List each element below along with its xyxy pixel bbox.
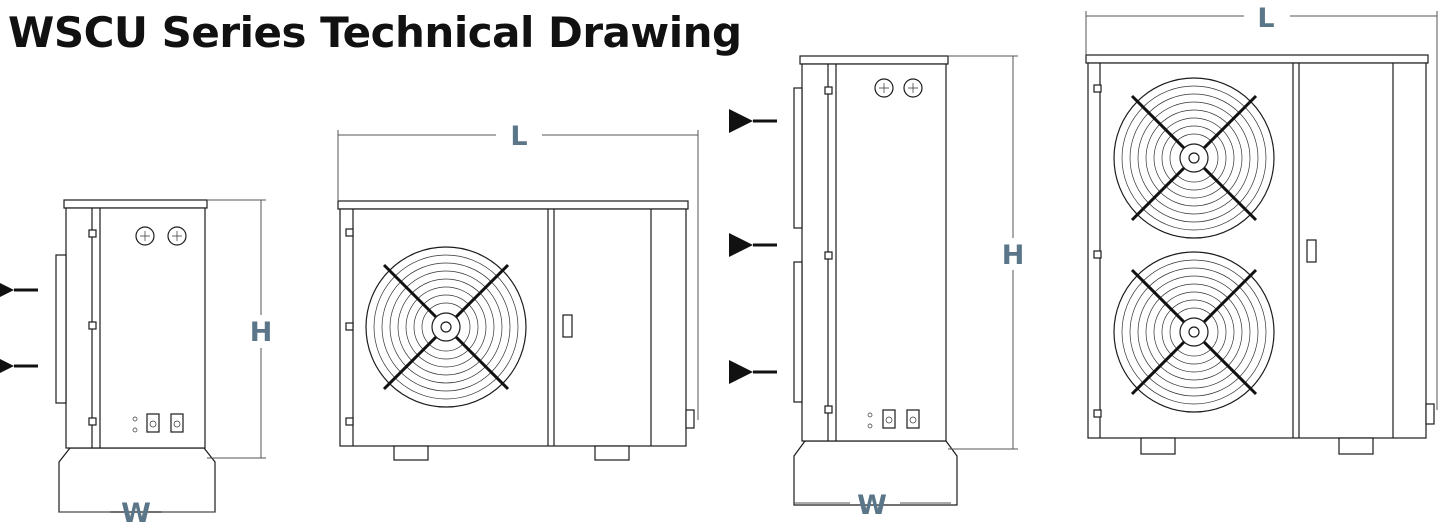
hinge	[345, 322, 354, 331]
double-fan-front-view: L	[1085, 3, 1438, 455]
unit-body	[339, 208, 687, 447]
top-cap	[63, 199, 208, 209]
condenser-coil	[793, 261, 803, 403]
mounting-foot	[393, 445, 429, 461]
service-valve	[685, 409, 695, 429]
unit-body	[801, 63, 947, 442]
fan-guard	[1113, 251, 1275, 413]
condenser-coil	[55, 254, 67, 404]
service-valve	[146, 413, 160, 433]
width-dimension-label: W	[121, 498, 151, 523]
service-valve	[170, 413, 184, 433]
condenser-coil	[793, 87, 803, 229]
service-valve	[882, 409, 896, 429]
hinge	[345, 417, 354, 426]
unit-body	[65, 207, 206, 449]
door-handle	[1306, 239, 1317, 263]
hinge	[1093, 84, 1102, 93]
hinge	[345, 228, 354, 237]
mounting-foot	[1338, 437, 1374, 455]
hinge	[824, 251, 833, 260]
service-valve	[1425, 403, 1435, 425]
fan-guard	[1113, 77, 1275, 239]
mounting-foot	[594, 445, 630, 461]
length-dimension-label: L	[1257, 3, 1274, 34]
door-handle	[562, 314, 573, 338]
hinge	[1093, 250, 1102, 259]
top-cap	[1085, 54, 1429, 64]
height-dimension-label: H	[250, 317, 273, 348]
height-dimension-label: H	[1002, 240, 1025, 271]
hinge	[88, 321, 97, 330]
hinge	[824, 405, 833, 414]
hinge	[1093, 409, 1102, 418]
width-dimension-label: W	[857, 490, 887, 521]
single-fan-side-view: H W	[0, 199, 273, 523]
hinge	[88, 417, 97, 426]
hinge	[824, 86, 833, 95]
top-cap	[337, 200, 689, 210]
hinge	[88, 229, 97, 238]
fan-guard	[365, 246, 527, 408]
length-dimension-label: L	[510, 121, 527, 152]
page-title: WSCU Series Technical Drawing	[8, 8, 742, 57]
top-cap	[799, 55, 949, 65]
service-valve	[906, 409, 920, 429]
double-fan-side-view: H W	[729, 55, 1025, 521]
single-fan-front-view: L	[337, 121, 699, 461]
mounting-foot	[1140, 437, 1176, 455]
unit-body	[1087, 62, 1427, 439]
